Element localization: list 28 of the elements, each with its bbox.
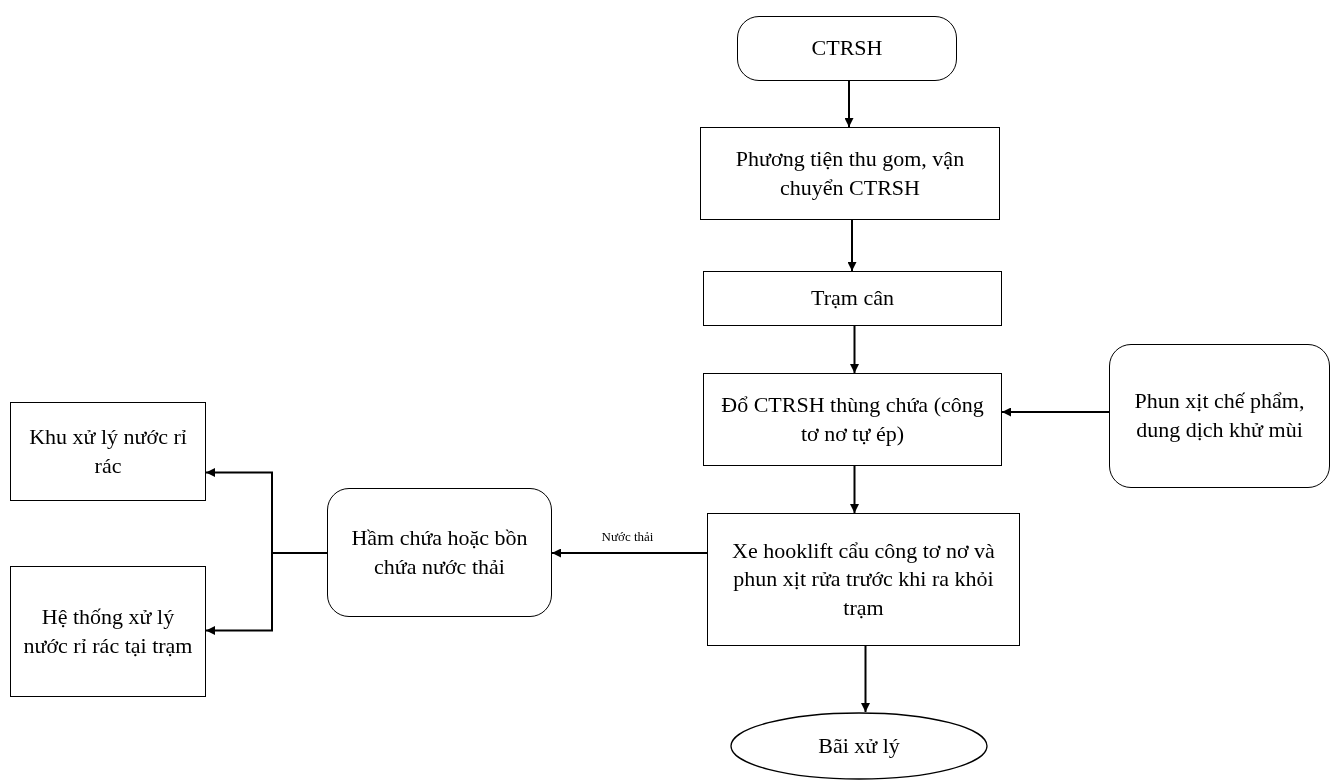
process-box <box>703 271 1002 326</box>
node-label: CTRSH <box>810 34 884 63</box>
arrow <box>850 325 859 374</box>
process-box <box>1109 344 1330 488</box>
node-label: Hầm chứa hoặc bồn chứa nước thải <box>350 523 529 581</box>
arrow <box>205 552 328 635</box>
node-label: Phương tiện thu gom, vận chuyển CTRSH <box>734 144 966 202</box>
node-label: Trạm cân <box>810 284 895 313</box>
arrow <box>844 80 854 128</box>
process-box <box>707 513 1020 646</box>
process-box <box>10 566 206 697</box>
node-label: Xe hooklift cẩu công tơ nơ và phun xịt rửa trước khi ra khỏi trạm <box>731 536 996 622</box>
process-box <box>703 373 1002 466</box>
arrow <box>1001 407 1110 417</box>
node-label: Khu xử lý nước rỉ rác <box>28 422 188 480</box>
node-label: Bãi xử lý <box>817 731 901 760</box>
node-label: Phun xịt chế phẩm, dung dịch khử mùi <box>1133 387 1306 444</box>
storage-box <box>327 488 552 617</box>
process-box <box>10 402 206 501</box>
arrow <box>850 465 859 514</box>
arrow <box>551 548 708 558</box>
arrow <box>847 219 857 272</box>
start-box <box>737 16 957 81</box>
node-label: Đổ CTRSH thùng chứa (công tơ nơ tự ép) <box>720 390 985 448</box>
end-ellipse <box>730 712 988 780</box>
process-box <box>700 127 1000 220</box>
node-label: Hệ thống xử lý nước rỉ rác tại trạm <box>22 602 194 660</box>
arrow <box>861 645 870 713</box>
